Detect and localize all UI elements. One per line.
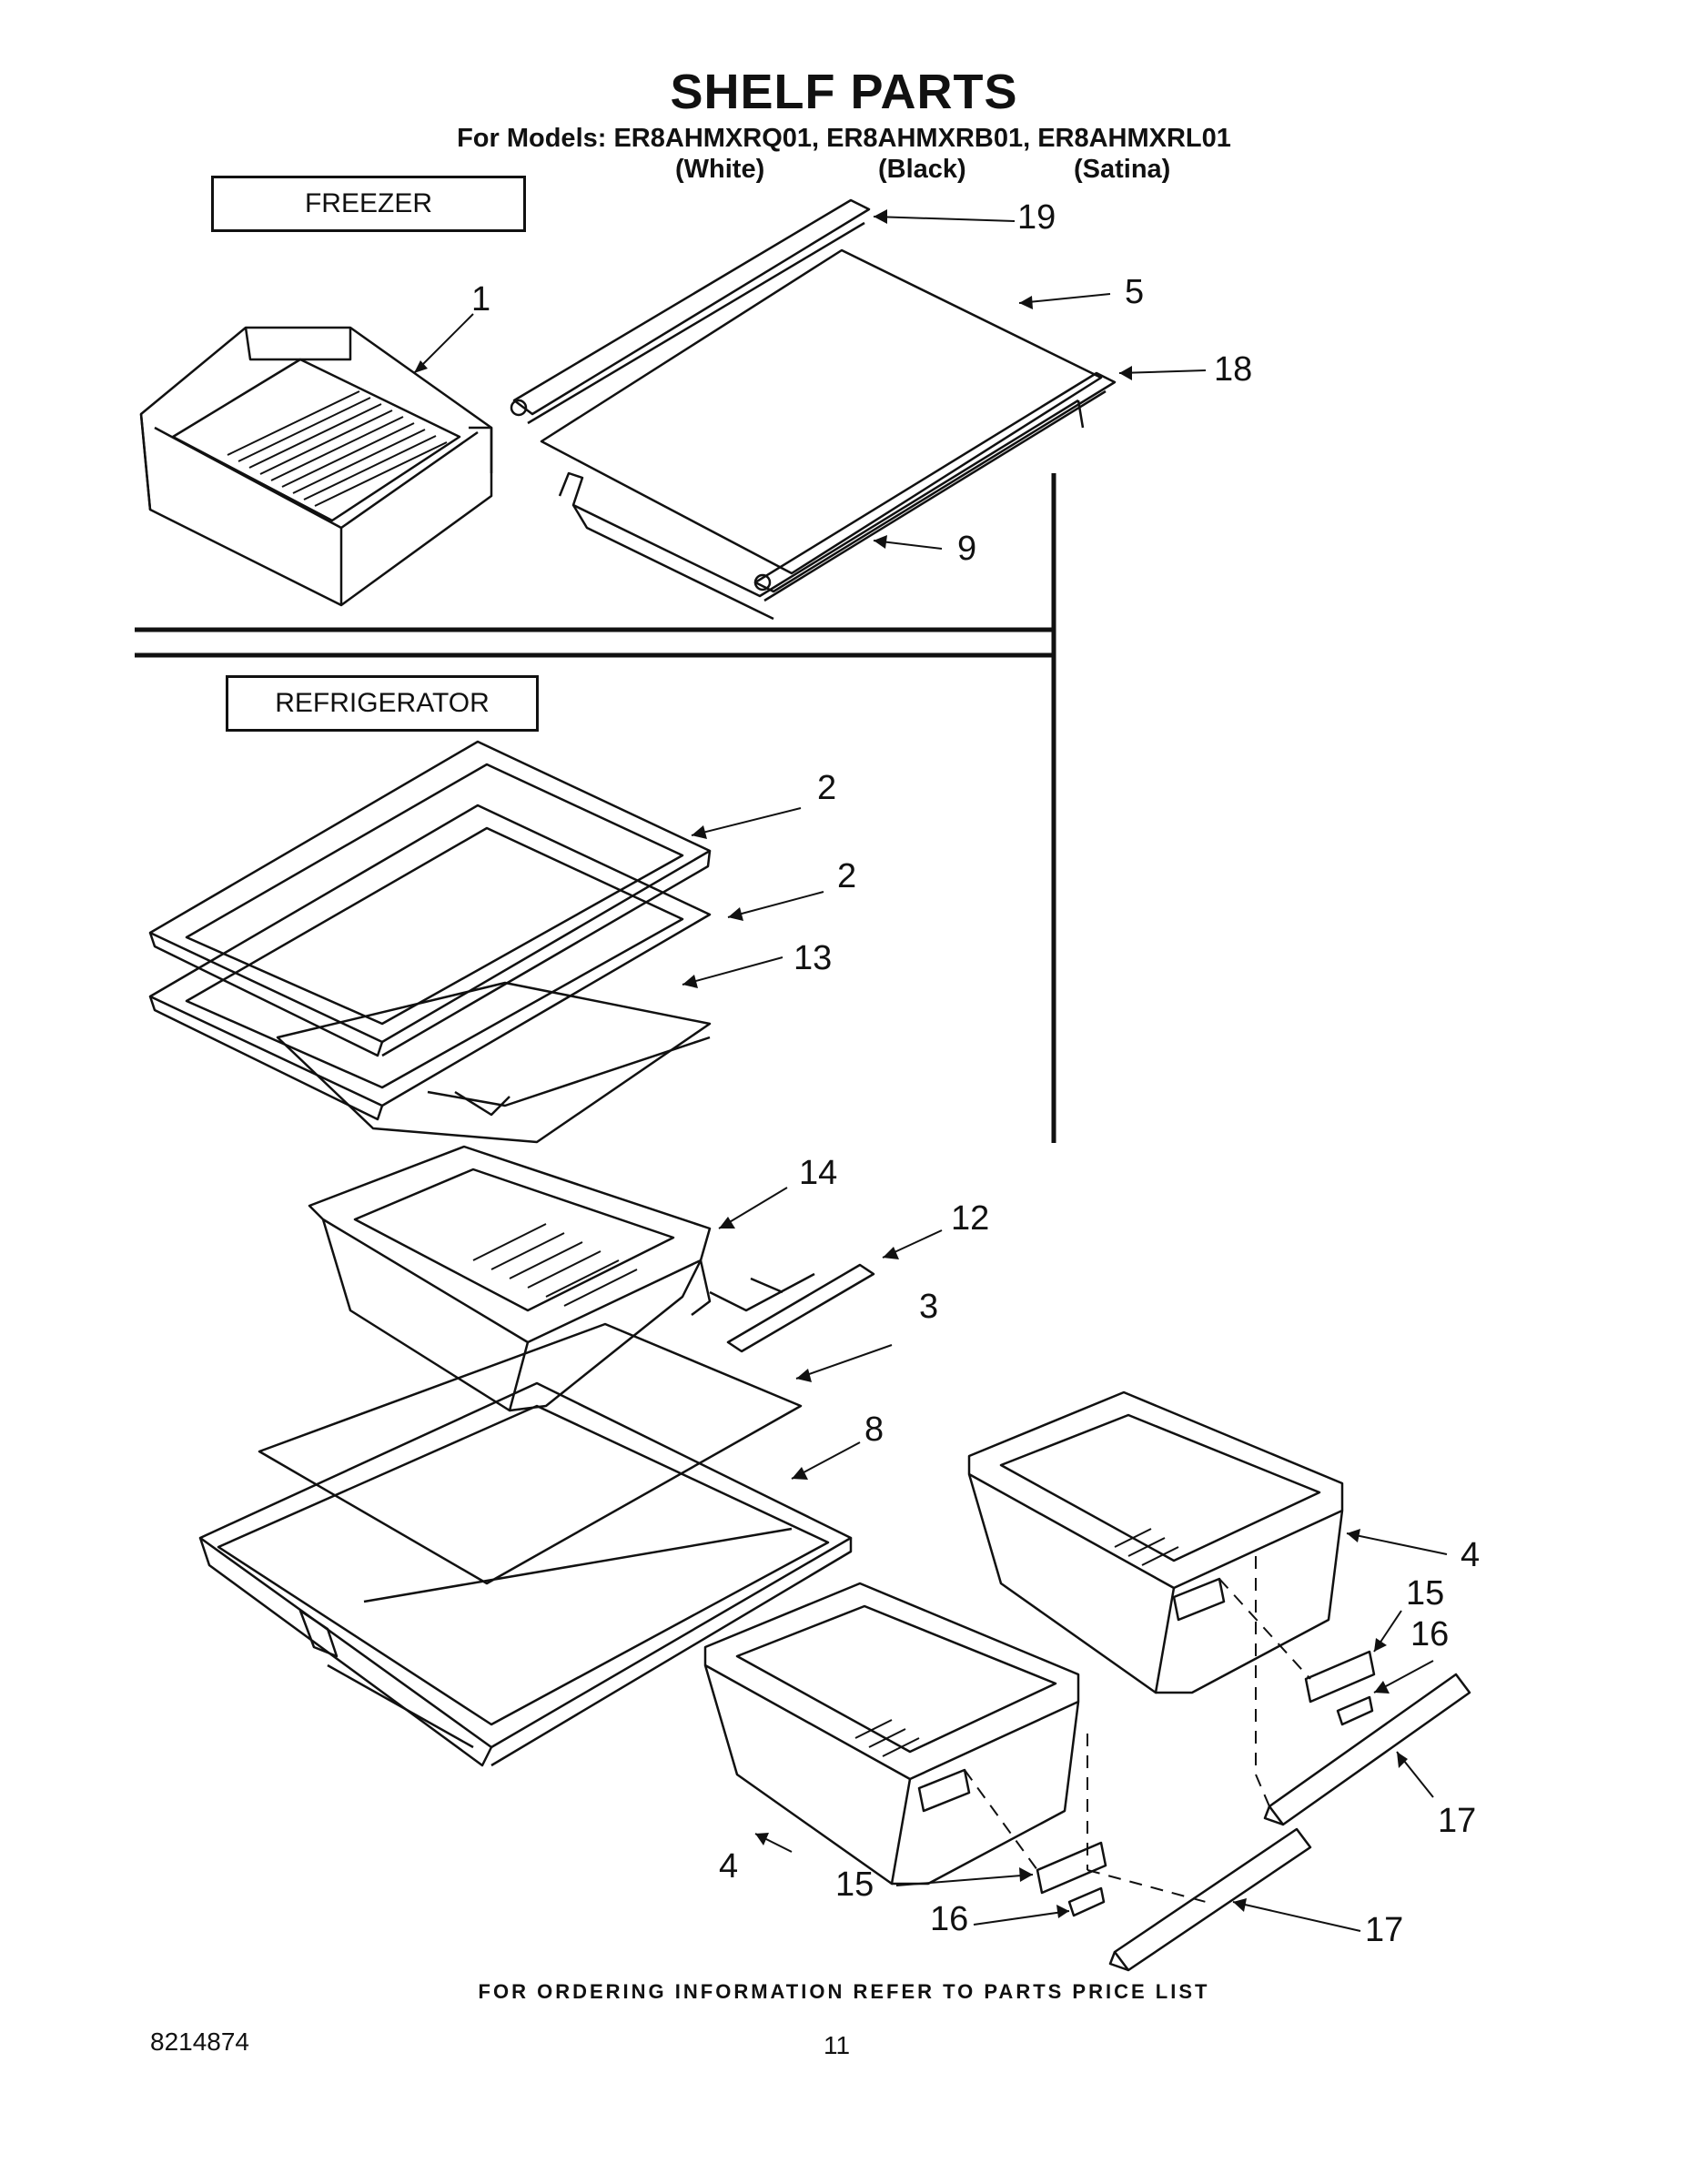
page-number: 11 xyxy=(824,2031,851,2059)
refrigerator-section-label: REFRIGERATOR xyxy=(226,675,539,732)
trim-strip-left-part xyxy=(1110,1829,1310,1970)
deli-drawer-rail-part xyxy=(710,1265,874,1351)
callout-14: 14 xyxy=(799,1154,838,1192)
callout-9: 9 xyxy=(957,530,977,568)
callout-2-upper: 2 xyxy=(817,769,837,807)
callout-15-left: 15 xyxy=(835,1866,874,1904)
freezer-rear-trim-part xyxy=(755,373,1115,601)
callout-2-lower: 2 xyxy=(837,857,857,895)
callout-8: 8 xyxy=(864,1410,884,1449)
callout-1: 1 xyxy=(471,280,491,318)
callout-17-left: 17 xyxy=(1365,1911,1404,1949)
callout-16-left: 16 xyxy=(930,1900,969,1938)
callout-13: 13 xyxy=(793,939,833,977)
callout-12: 12 xyxy=(951,1199,990,1238)
callout-18: 18 xyxy=(1214,350,1253,389)
ordering-info-footer: FOR ORDERING INFORMATION REFER TO PARTS … xyxy=(478,1980,1210,2003)
crisper-drawer-left-part xyxy=(705,1583,1078,1884)
crisper-drawer-right-part xyxy=(969,1392,1342,1693)
freezer-front-trim-part xyxy=(511,200,869,423)
page-title: SHELF PARTS xyxy=(670,65,1018,119)
section-divider xyxy=(135,473,1054,1143)
document-number: 8214874 xyxy=(150,2027,250,2056)
freezer-basket-part xyxy=(141,328,491,605)
variant-black: (Black) xyxy=(878,155,966,184)
callout-16-right: 16 xyxy=(1410,1615,1450,1653)
callout-17-right: 17 xyxy=(1438,1802,1477,1840)
refrigerator-shelf-lower-part xyxy=(150,805,710,1119)
callout-5: 5 xyxy=(1125,273,1145,311)
label-holder-right-part xyxy=(1306,1652,1374,1724)
variant-white: (White) xyxy=(675,155,765,184)
variant-satina: (Satina) xyxy=(1074,155,1171,184)
trim-strip-right-part xyxy=(1265,1674,1470,1825)
callout-15-right: 15 xyxy=(1406,1574,1445,1613)
models-subtitle: For Models: ER8AHMXRQ01, ER8AHMXRB01, ER… xyxy=(457,124,1231,153)
callout-19: 19 xyxy=(1017,198,1056,237)
callout-3: 3 xyxy=(919,1288,939,1326)
deli-drawer-part xyxy=(309,1147,710,1410)
freezer-shelf-frame-part xyxy=(560,400,1083,619)
crisper-glass-part xyxy=(259,1324,801,1583)
crisper-frame-part xyxy=(200,1383,851,1765)
assembly-dashed-lines xyxy=(965,1556,1310,1902)
refrigerator-shelf-upper-part xyxy=(150,742,710,1056)
freezer-section-label: FREEZER xyxy=(211,176,526,232)
crisper-cover-frame-part xyxy=(278,983,710,1142)
label-holder-left-part xyxy=(1037,1843,1106,1916)
callout-4-left: 4 xyxy=(719,1847,739,1886)
freezer-glass-shelf-part xyxy=(541,250,1101,573)
callout-arrowheads xyxy=(414,209,1408,1918)
callout-4-right: 4 xyxy=(1461,1536,1481,1574)
